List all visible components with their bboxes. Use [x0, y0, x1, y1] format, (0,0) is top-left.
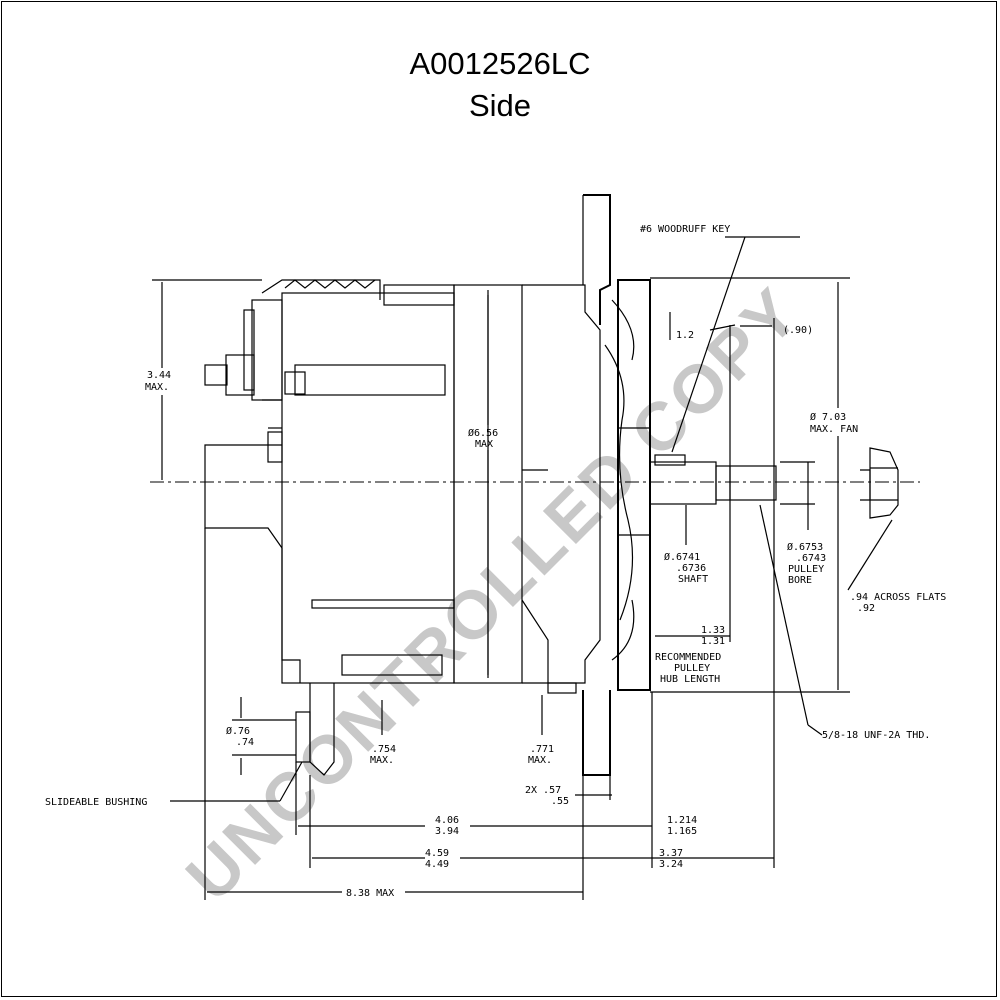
dim-dia-6-56-max: MAX [475, 439, 493, 450]
dim-bore-dia-min: .6743 [796, 553, 826, 564]
label-shaft: SHAFT [678, 574, 708, 585]
dim-090: (.90) [783, 325, 813, 336]
dim-0771: .771 [530, 744, 554, 755]
rear-housing [281, 284, 455, 684]
drawing-title: A0012526LC [409, 46, 591, 81]
dim-0771-max: MAX. [528, 755, 552, 766]
dim-fan-max: MAX. FAN [810, 424, 858, 435]
watermark-text: UNCONTROLLED COPY [172, 273, 815, 916]
label-bore: BORE [788, 575, 812, 586]
dim-dia-6-56: Ø6.56 [468, 427, 498, 439]
front-housing [521, 284, 601, 694]
label-woodruff-key: #6 WOODRUFF KEY [640, 224, 730, 235]
dim-hub-length-min: 1.31 [701, 636, 725, 647]
dim-1214: 1.214 [667, 815, 697, 826]
dim-449: 4.49 [425, 859, 449, 870]
slideable-bushing [295, 683, 335, 776]
label-hub-length: HUB LENGTH [660, 674, 720, 685]
label-pulley: PULLEY [788, 564, 824, 575]
dim-1165: 1.165 [667, 826, 697, 837]
dim-2x-055: .55 [551, 796, 569, 807]
dim-3-44: 3.44 [147, 370, 171, 381]
dim-3-44-max: MAX. [145, 382, 169, 393]
dim-0754: .754 [372, 744, 396, 755]
dim-fan-dia: Ø 7.03 [810, 411, 846, 423]
label-thread: 5/8-18 UNF-2A THD. [822, 730, 930, 741]
dim-overall-length: 8.38 MAX [346, 888, 394, 899]
label-pulley-hub: PULLEY [674, 663, 710, 674]
dimension-lines [152, 236, 893, 900]
dim-394: 3.94 [435, 826, 459, 837]
dim-across-flats-min: .92 [857, 603, 875, 614]
front-mount-ear [582, 194, 611, 776]
dim-2x-057: 2X .57 [525, 785, 561, 796]
dim-bushing-dia: Ø.76 [226, 725, 250, 737]
regulator-terminal [204, 279, 381, 401]
dim-bore-dia: Ø.6753 [787, 541, 823, 553]
dim-shaft-dia-min: .6736 [676, 563, 706, 574]
rear-mount-ear [204, 427, 283, 549]
dimension-labels: 3.44 MAX. Ø6.56 MAX #6 WOODRUFF KEY 1.2 … [45, 224, 946, 899]
label-slideable-bushing: SLIDEABLE BUSHING [45, 797, 147, 808]
label-recommended: RECOMMENDED [655, 652, 721, 663]
dim-across-flats: .94 ACROSS FLATS [850, 592, 946, 603]
dim-hub-length: 1.33 [701, 625, 725, 636]
dim-0754-max: MAX. [370, 755, 394, 766]
dim-337: 3.37 [659, 848, 683, 859]
view-subtitle: Side [468, 88, 532, 123]
dim-406: 4.06 [435, 815, 459, 826]
dim-bushing-dia-min: .74 [236, 737, 254, 748]
fan [604, 279, 651, 691]
dim-shaft-dia: Ø.6741 [664, 551, 700, 563]
dim-324: 3.24 [659, 859, 683, 870]
dim-459: 4.59 [425, 848, 449, 859]
dim-1-2: 1.2 [676, 330, 694, 341]
